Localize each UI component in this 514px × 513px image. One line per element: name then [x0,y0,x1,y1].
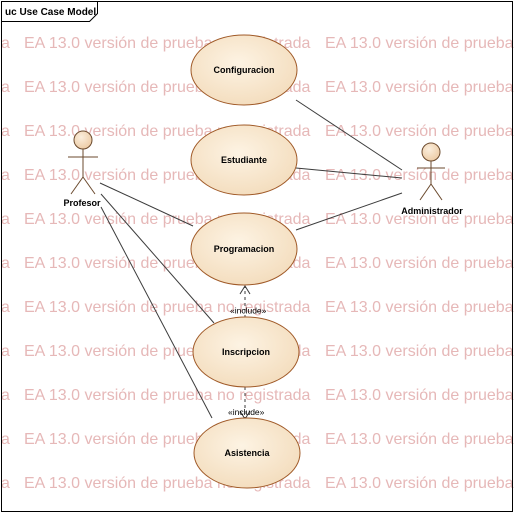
usecase-inscripcion[interactable]: Inscripcion [192,316,300,388]
usecase-programacion-label: Programacion [214,244,275,254]
watermark-fragment: a [1,343,10,360]
watermark-text: EA 13.0 versión de prueba no registrada [325,475,514,492]
watermark-text: EA 13.0 versión de prueba no registrada [325,387,514,404]
watermark-fragment: a [1,35,10,52]
usecase-estudiante-label: Estudiante [221,155,267,165]
watermark-fragment: a [1,255,10,272]
usecase-asistencia-label: Asistencia [224,448,270,458]
actor-administrador[interactable]: Administrador [401,142,463,216]
watermark-fragment: a [1,79,10,96]
usecase-asistencia[interactable]: Asistencia [193,417,301,489]
watermark-fragment: a [1,167,10,184]
include-label-1: «include» [230,306,267,316]
watermark-text: EA 13.0 versión de prueba no registrada [325,343,514,360]
watermark-fragment: a [1,475,10,492]
usecase-configuracion-label: Configuracion [214,65,275,75]
include-arrowhead-1 [239,285,251,295]
watermark-text: EA 13.0 versión de prueba no registrada [325,79,514,96]
frame-title: uc Use Case Model [5,7,96,18]
watermark-text: EA 13.0 versión de prueba no registrada [325,211,514,228]
usecase-inscripcion-label: Inscripcion [222,347,270,357]
association-configuracion-administrador [295,99,403,171]
watermark-text: EA 13.0 versión de prueba no registrada [325,431,514,448]
watermark-text: EA 13.0 versión de prueba no registrada [24,387,311,404]
association-profesor-inscripcion [100,193,215,324]
stick-figure-icon [417,142,445,201]
watermark-fragment: a [1,123,10,140]
watermark-text: EA 13.0 versión de prueba no registrada [325,167,514,184]
actor-administrador-label: Administrador [401,206,463,216]
actor-profesor[interactable]: Profesor [63,130,101,208]
watermark-fragment: a [1,211,10,228]
frame-tab [1,1,98,22]
association-profesor-programacion [99,182,194,227]
stick-figure-icon [68,130,98,195]
usecase-estudiante[interactable]: Estudiante [190,124,298,196]
watermark-text: EA 13.0 versión de prueba no registrada [325,299,514,316]
association-programacion-administrador [295,192,403,231]
watermark-fragment: a [1,299,10,316]
watermark-text: EA 13.0 versión de prueba no registrada [325,35,514,52]
watermark-text: EA 13.0 versión de prueba no registrada [325,123,514,140]
usecase-configuracion[interactable]: Configuracion [190,34,298,106]
watermark-text: EA 13.0 versión de prueba no registrada [325,255,514,272]
association-estudiante-administrador [295,167,403,179]
watermark-text: EA 13.0 versión de prueba no registrada [24,299,311,316]
actor-profesor-label: Profesor [63,198,101,208]
watermark-fragment: a [1,387,10,404]
include-label-2: «include» [228,407,265,417]
watermark-fragment: a [1,431,10,448]
usecase-programacion[interactable]: Programacion [190,212,298,286]
association-profesor-asistencia [100,206,213,419]
